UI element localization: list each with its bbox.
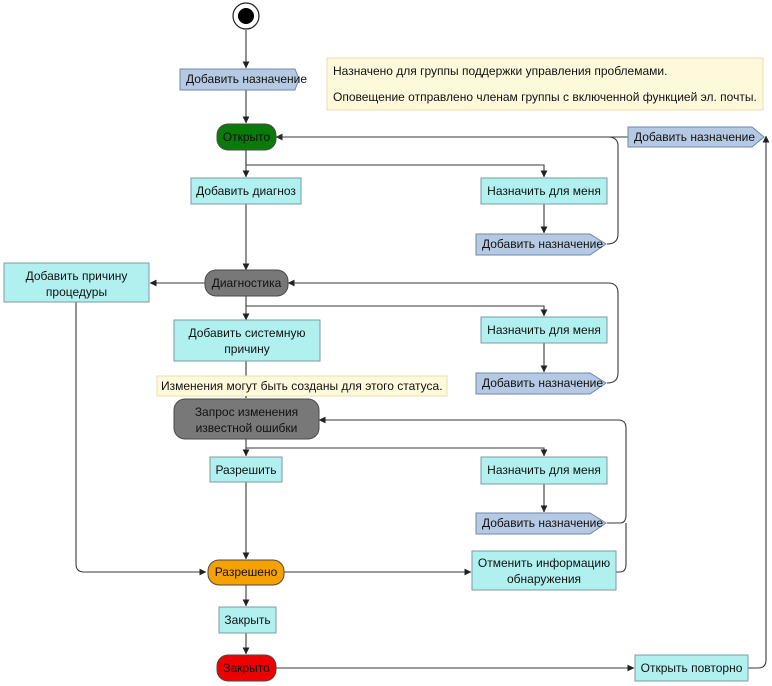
edge-cancel-back-to-loop	[616, 523, 627, 573]
state-open[interactable]: Открыто	[216, 123, 277, 151]
edge-flag-3-back-to-known-error	[318, 416, 627, 524]
note-changes-text: Изменения могут быть созданы для этого с…	[161, 379, 443, 393]
note-changes: Изменения могут быть созданы для этого с…	[156, 375, 448, 397]
add-assignment-label: Добавить назначение	[482, 237, 603, 251]
add-system-cause-line1: Добавить системную	[189, 326, 306, 340]
resolve-label: Разрешить	[215, 463, 276, 477]
note-assigned: Назначено для группы поддержки управлени…	[326, 57, 764, 111]
close-action[interactable]: Закрыть	[218, 606, 277, 634]
state-resolved[interactable]: Разрешено	[207, 559, 285, 586]
close-label: Закрыть	[224, 613, 270, 627]
edge-diagnostics-to-assign-2	[246, 305, 548, 317]
add-system-cause-line2: причину	[224, 342, 269, 356]
add-system-cause-action[interactable]: Добавить системную причину	[173, 319, 321, 362]
add-procedure-cause-line2: процедуры	[46, 285, 107, 299]
assign-to-me-label: Назначить для меня	[487, 463, 601, 477]
edge-flag-2-back-to-diagnostics	[287, 279, 619, 384]
add-diagnosis-label: Добавить диагноз	[196, 184, 296, 198]
state-open-label: Открыто	[223, 130, 271, 144]
assign-to-me-label: Назначить для меня	[487, 184, 601, 198]
state-diagnostics[interactable]: Диагностика	[204, 269, 289, 297]
note-assigned-line1: Назначено для группы поддержки управлени…	[333, 64, 667, 78]
add-procedure-cause-action[interactable]: Добавить причину процедуры	[3, 262, 150, 303]
state-diagnostics-label: Диагностика	[212, 276, 282, 290]
assign-to-me-action-2[interactable]: Назначить для меня	[480, 316, 608, 344]
cancel-detection-line1: Отменить информацию	[478, 556, 610, 570]
assign-to-me-label: Назначить для меня	[487, 323, 601, 337]
add-assignment-flag-right[interactable]: Добавить назначение	[627, 126, 765, 148]
state-closed-label: Закрыто	[223, 661, 270, 675]
add-procedure-cause-line1: Добавить причину	[26, 269, 128, 283]
start-node-icon	[232, 2, 260, 30]
reopen-action[interactable]: Открыть повторно	[634, 654, 749, 682]
edges	[75, 30, 770, 672]
add-assignment-label: Добавить назначение	[482, 516, 603, 530]
cancel-detection-action[interactable]: Отменить информацию обнаружения	[471, 550, 617, 591]
state-known-error-line2: известной ошибки	[196, 421, 298, 435]
state-resolved-label: Разрешено	[215, 565, 278, 579]
state-known-error-line1: Запрос изменения	[195, 405, 298, 419]
edge-open-to-assign-1	[245, 150, 548, 178]
add-assignment-flag-1[interactable]: Добавить назначение	[475, 233, 607, 256]
edge-procedure-cause-to-resolved	[75, 302, 207, 576]
add-diagnosis-action[interactable]: Добавить диагноз	[190, 177, 302, 205]
add-assignment-flag-3[interactable]: Добавить назначение	[475, 512, 607, 535]
state-closed[interactable]: Закрыто	[216, 654, 277, 682]
add-assignment-label: Добавить назначение	[186, 72, 307, 86]
add-assignment-flag-2[interactable]: Добавить назначение	[475, 372, 607, 395]
add-assignment-flag-top[interactable]: Добавить назначение	[179, 68, 307, 91]
assign-to-me-action-3[interactable]: Назначить для меня	[480, 456, 608, 485]
cancel-detection-line2: обнаружения	[507, 572, 581, 586]
edge-known-error-to-assign-3	[246, 447, 548, 457]
add-assignment-label: Добавить назначение	[482, 376, 603, 390]
edge-reopen-to-right-flag	[748, 135, 770, 669]
note-assigned-line2: Оповещение отправлено членам группы с вк…	[333, 90, 757, 104]
assign-to-me-action-1[interactable]: Назначить для меня	[480, 177, 608, 205]
reopen-label: Открыть повторно	[641, 661, 743, 675]
state-known-error[interactable]: Запрос изменения известной ошибки	[173, 398, 320, 440]
add-assignment-label: Добавить назначение	[634, 130, 755, 144]
resolve-action[interactable]: Разрешить	[209, 456, 283, 483]
